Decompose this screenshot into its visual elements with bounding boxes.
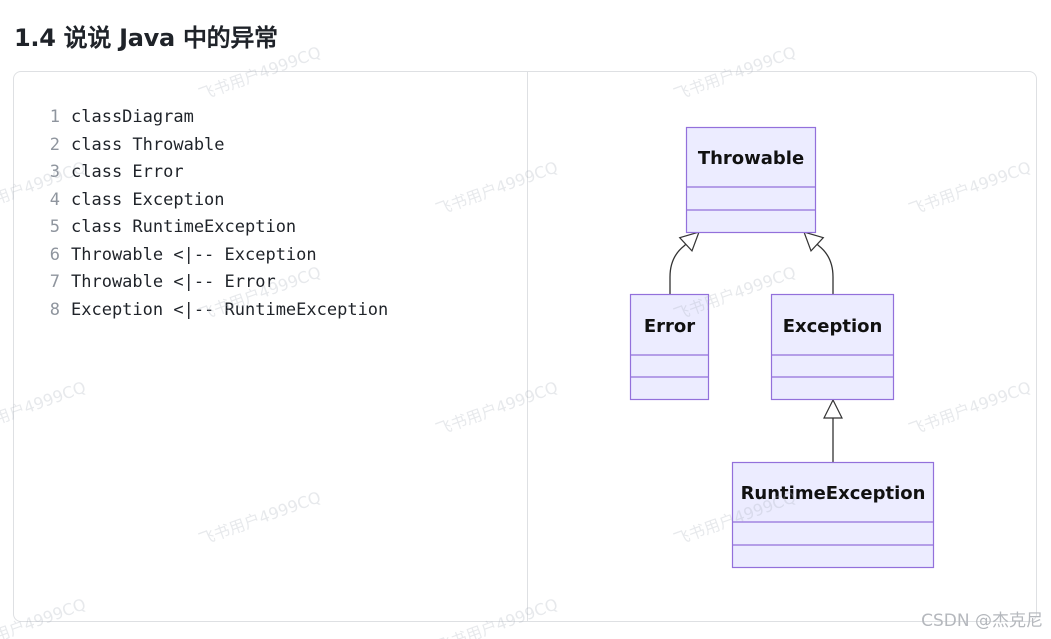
code-text: Throwable <|-- Exception [71,244,317,265]
code-text: Throwable <|-- Error [71,272,276,292]
code-line: 1 classDiagram [38,104,388,132]
line-number: 4 [49,189,60,210]
class-box-runtime-exception: RuntimeException [731,461,935,569]
class-diagram: Throwable Error Exception Run [629,126,935,569]
class-name-error: Error [644,316,695,337]
code-editor[interactable]: 1 classDiagram 2 class Throwable 3 class… [38,104,389,325]
line-number: 7 [49,272,60,292]
edge-error-to-throwable [669,232,699,294]
line-number: 2 [49,134,60,155]
class-box-error: Error [629,293,710,401]
line-number: 5 [49,217,60,237]
code-line: 2 class Throwable [38,132,388,160]
code-text: class RuntimeException [71,217,297,237]
class-name-throwable: Throwable [698,148,804,169]
class-box-exception: Exception [770,293,895,401]
code-text: classDiagram [71,107,194,127]
code-line: 6 Throwable <|-- Exception [38,242,388,270]
line-number: 1 [49,107,60,127]
mermaid-panel: 1 classDiagram 2 class Throwable 3 class… [13,71,1037,622]
code-text: Exception <|-- RuntimeException [71,299,389,320]
code-text: class Exception [71,189,225,210]
class-name-exception: Exception [783,316,883,337]
line-number: 8 [49,299,60,320]
class-box-throwable: Throwable [685,126,817,234]
code-text: class Error [71,162,184,182]
section-heading: 1.4 说说 Java 中的异常 [14,24,278,52]
code-line: 5 class RuntimeException [38,214,388,242]
line-number: 6 [49,244,60,265]
code-line: 8 Exception <|-- RuntimeException [38,297,389,325]
edge-exception-to-throwable [804,232,834,294]
panel-divider [527,72,528,621]
csdn-credit: CSDN @杰克尼 [921,611,1043,631]
code-line: 7 Throwable <|-- Error [38,269,388,297]
code-line: 4 class Exception [38,187,388,215]
code-text: class Throwable [71,134,225,155]
code-line: 3 class Error [38,159,388,187]
class-name-runtime-exception: RuntimeException [741,483,926,504]
line-number: 3 [49,162,60,182]
